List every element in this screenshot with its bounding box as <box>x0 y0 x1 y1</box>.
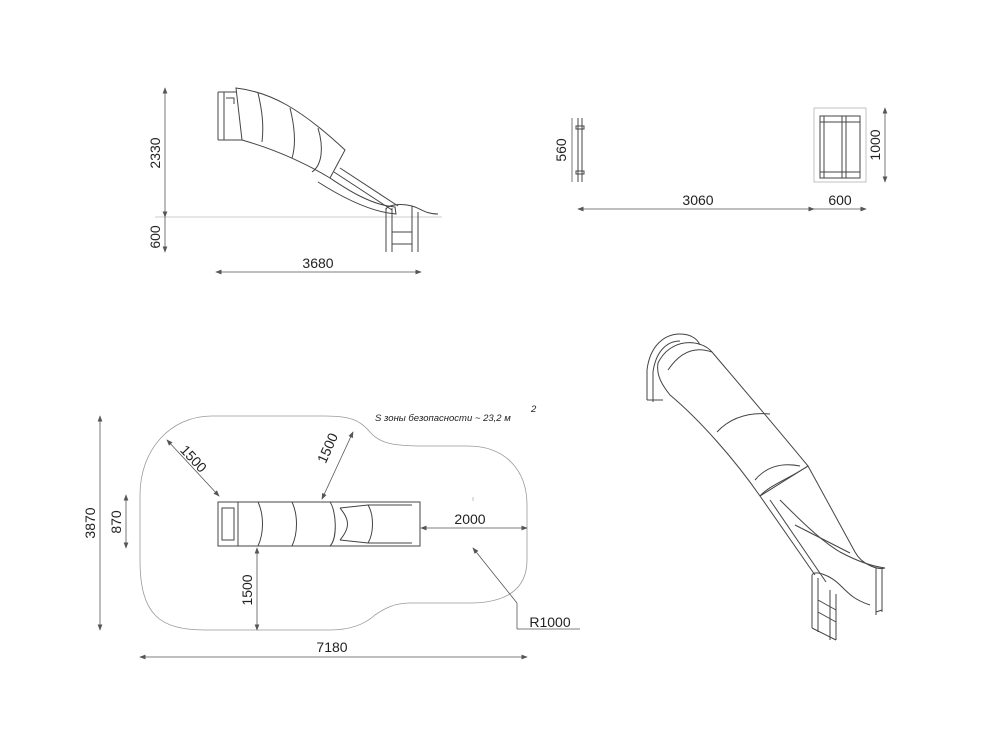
rail-dim: 560 <box>553 138 569 162</box>
diag-right-dim: 1500 <box>314 430 341 465</box>
total-width-dim: 7180 <box>316 639 347 655</box>
safety-zone-label: S зоны безопасности ~ 23,2 м <box>375 413 511 424</box>
isometric-view <box>646 333 886 641</box>
side-height-dim: 2330 <box>147 137 163 168</box>
gap-dim: 3060 <box>682 192 713 208</box>
diag-left-dim: 1500 <box>177 442 210 476</box>
side-length-dim: 3680 <box>302 255 333 271</box>
plan-view: 1500 1500 1500 2000 R1000 7180 3870 870 … <box>82 404 580 660</box>
side-ground-dim: 600 <box>147 225 163 249</box>
safety-zone-outline <box>139 415 528 631</box>
total-height-dim: 3870 <box>82 507 98 538</box>
top-small-view: 560 1000 3060 600 <box>553 107 888 212</box>
radius-dim: R1000 <box>529 614 570 630</box>
side-view: 2330 600 3680 <box>147 87 442 275</box>
width-dim: 600 <box>828 192 852 208</box>
depth-dim: 1000 <box>867 129 883 160</box>
right-dim: 2000 <box>454 511 485 527</box>
bottom-dim: 1500 <box>239 574 255 605</box>
inner-height-dim: 870 <box>108 510 124 534</box>
safety-zone-label-sup: 2 <box>530 404 537 415</box>
